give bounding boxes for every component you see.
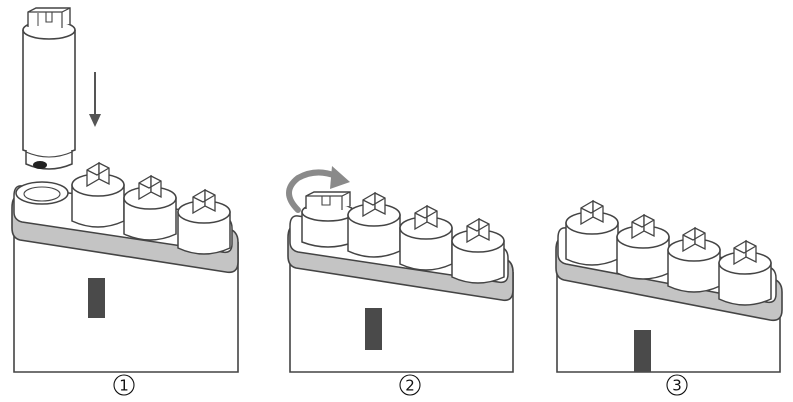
svg-text:3: 3: [672, 377, 682, 395]
step-2-label: 2: [399, 374, 421, 396]
filter-cartridge: [22, 7, 76, 170]
filter-cap: [177, 189, 231, 255]
filter-cap: [347, 192, 401, 258]
filter-cap: [71, 162, 125, 228]
step-1-panel: 1: [11, 7, 239, 396]
arrow-down-icon: [89, 72, 101, 127]
filter-cap: [616, 214, 670, 280]
filter-cap: [399, 205, 453, 271]
step-3-label: 3: [666, 374, 688, 396]
step-3-panel: 3: [555, 200, 783, 396]
inserted-cartridge-cap: [301, 191, 355, 248]
level-marker: [365, 308, 382, 350]
filter-cap: [718, 240, 772, 306]
filter-cap: [123, 175, 177, 241]
step-1-label: 1: [113, 374, 135, 396]
filter-cap: [667, 227, 721, 293]
svg-text:1: 1: [119, 377, 129, 395]
level-marker: [634, 330, 651, 372]
svg-text:2: 2: [405, 377, 415, 395]
level-marker: [88, 278, 105, 318]
cartridge-nozzle: [33, 161, 47, 169]
filter-cap: [451, 218, 505, 284]
rotate-clockwise-icon: [286, 166, 350, 213]
empty-socket: [15, 181, 69, 205]
step-2-panel: 2: [286, 166, 514, 396]
filter-cap: [565, 200, 619, 266]
